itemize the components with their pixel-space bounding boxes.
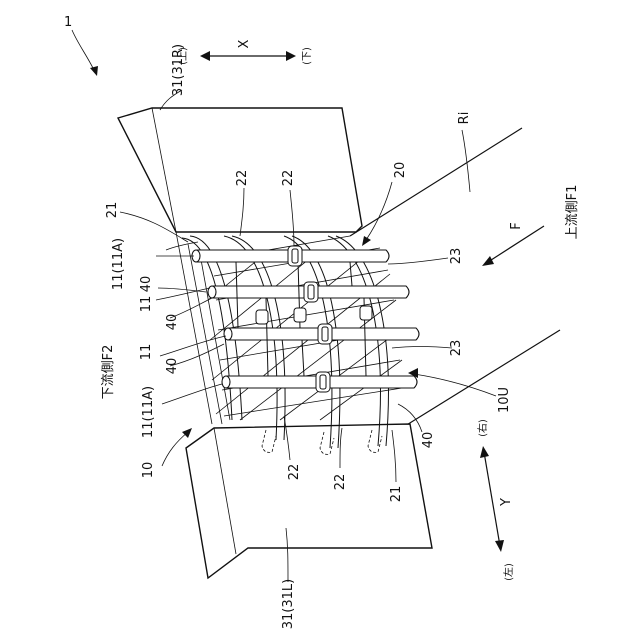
dir-y-right-label: (右) [476,419,489,437]
downstream-label: 下流側F2 [101,345,116,400]
block-left-label: 31(31L) [281,579,296,629]
ref-40-d-label: 40 [421,432,436,449]
ref-10u-pointer [408,368,496,396]
dir-x-label: X [237,39,252,48]
ref-11a-bottom-label: 11(11A) [141,386,156,438]
ref-40-c-label: 40 [165,358,180,375]
ref-40-b-label: 40 [165,314,180,331]
flow-arrow [482,226,544,266]
ref-11-b-label: 11 [139,344,154,361]
ref-22-d-label: 22 [333,474,348,491]
figure-number-pointer [72,30,98,76]
ref-11-a-label: 11 [139,296,154,313]
upstream-label: 上流側F1 [565,185,580,240]
ref-20-label: 20 [393,162,408,179]
ref-22-c-label: 22 [287,464,302,481]
x-direction-arrow [200,51,296,61]
dir-x-down-label: (下) [302,47,313,65]
ref-10-label: 10 [141,462,156,479]
ref-21-top-label: 21 [105,202,120,219]
ref-23-b-label: 23 [449,340,464,357]
dir-x-up-label: (上) [177,47,189,65]
ri-label: Ri [457,112,472,125]
ref-11a-top-label: 11(11A) [111,238,126,290]
ref-22-b-label: 22 [281,170,296,187]
dir-y-label: Y [499,498,514,507]
ref-40-a-label: 40 [139,276,154,293]
ref-23-a-label: 23 [449,248,464,265]
figure-number: 1 [64,15,72,30]
ref-20-pointer [362,182,392,246]
flow-f-label: F [509,222,524,229]
collars [256,246,372,392]
dir-y-left-label: (左) [502,563,515,581]
ref-22-a-label: 22 [235,170,250,187]
curved-ribs [182,236,388,448]
ref-10u-label: 10U [497,387,512,413]
ref-21-bottom-label: 21 [389,486,404,503]
